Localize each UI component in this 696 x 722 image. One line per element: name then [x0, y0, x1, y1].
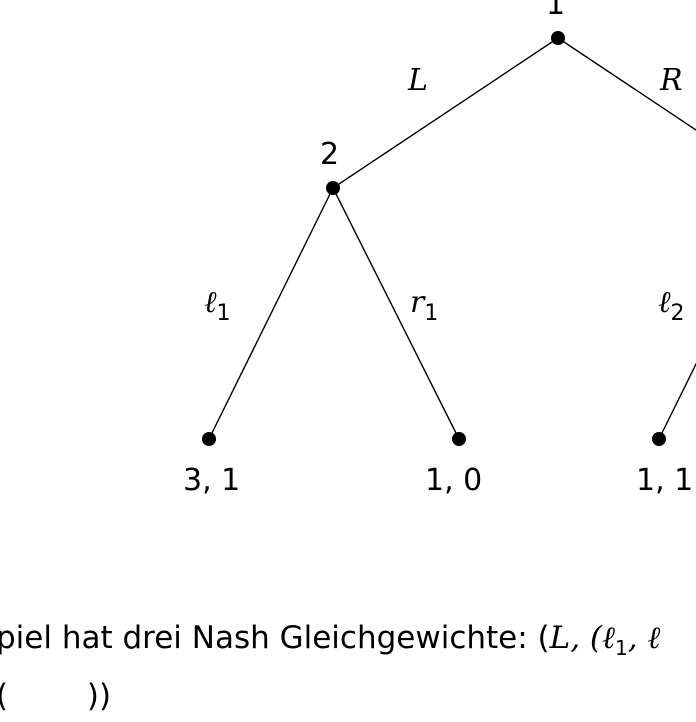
payoff-label: 3, 1 — [183, 463, 240, 498]
player2-node — [326, 181, 340, 195]
edge-r1 — [332, 187, 460, 440]
nash-equilibria-caption: piel hat drei Nash Gleichgewichte: (L, (… — [0, 612, 660, 722]
leaf-node — [202, 432, 216, 446]
leaf-node — [652, 432, 666, 446]
edge-R — [557, 37, 696, 131]
player2-label: 2 — [320, 137, 339, 172]
caption-text: piel hat drei Nash Gleichgewichte: ( — [0, 620, 550, 656]
root-node — [551, 31, 565, 45]
caption-subscript: 1 — [614, 636, 628, 661]
edge-label-R: R — [659, 63, 683, 98]
edge-label-l1: ℓ1 — [204, 285, 231, 326]
root-label: 1 — [546, 0, 565, 22]
edge-l2 — [658, 362, 696, 440]
caption-line-2: ( )) — [0, 678, 112, 715]
payoff-label: 1, 1 — [636, 463, 693, 498]
edge-label-L: L — [407, 63, 428, 98]
caption-math: L, (ℓ — [549, 620, 615, 656]
leaf-node — [452, 432, 466, 446]
edge-label-r1: r1 — [410, 285, 438, 326]
caption-math-tail: , ℓ — [627, 620, 661, 656]
caption-line-1: piel hat drei Nash Gleichgewichte: (L, (… — [0, 612, 660, 674]
edge-label-l2: ℓ2 — [658, 285, 685, 326]
edge-l1 — [208, 187, 334, 440]
game-tree: 1 2 L R ℓ1 r1 ℓ2 3, 1 1, 0 1, 1 — [183, 0, 696, 498]
edge-L — [332, 37, 559, 189]
payoff-label: 1, 0 — [425, 463, 482, 498]
